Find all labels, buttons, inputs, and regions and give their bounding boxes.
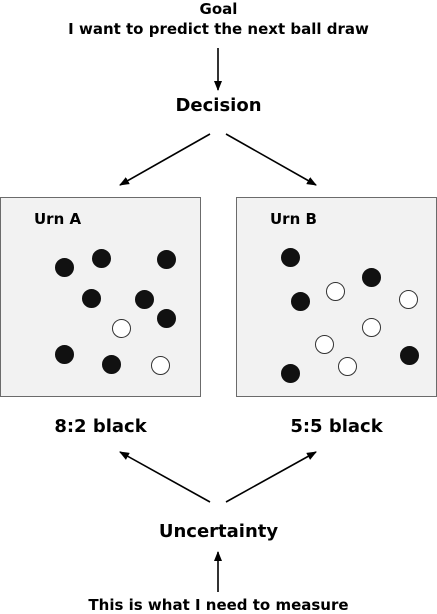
goal-title: Goal xyxy=(199,0,238,18)
white-ball xyxy=(151,356,170,375)
black-ball xyxy=(102,355,121,374)
white-ball xyxy=(326,282,345,301)
white-ball xyxy=(112,319,131,338)
black-ball xyxy=(362,268,381,287)
black-ball xyxy=(135,290,154,309)
black-ball xyxy=(92,249,111,268)
urn-a-ratio: 8:2 black xyxy=(54,416,147,437)
urn-b-label: Urn B xyxy=(270,210,317,228)
decision-label: Decision xyxy=(175,95,262,116)
black-ball xyxy=(157,250,176,269)
black-ball xyxy=(82,289,101,308)
black-ball xyxy=(55,258,74,277)
urn-a-box: Urn A xyxy=(0,197,201,397)
black-ball xyxy=(157,309,176,328)
black-ball xyxy=(281,364,300,383)
white-ball xyxy=(362,318,381,337)
arrow-decision-to-urn-a xyxy=(119,133,211,186)
urn-b-ratio: 5:5 black xyxy=(290,416,383,437)
black-ball xyxy=(281,248,300,267)
black-ball xyxy=(55,345,74,364)
white-ball xyxy=(338,357,357,376)
black-ball xyxy=(400,346,419,365)
goal-text: I want to predict the next ball draw xyxy=(68,20,369,38)
arrow-uncertainty-to-ratio-a xyxy=(119,451,211,503)
arrow-decision-to-urn-b xyxy=(225,133,317,186)
arrow-uncertainty-to-ratio-b xyxy=(225,451,317,503)
urn-b-box: Urn B xyxy=(236,197,437,397)
urn-a-label: Urn A xyxy=(34,210,82,228)
white-ball xyxy=(315,335,334,354)
footer-text: This is what I need to measure xyxy=(88,596,349,614)
white-ball xyxy=(399,290,418,309)
black-ball xyxy=(291,292,310,311)
uncertainty-label: Uncertainty xyxy=(158,521,279,542)
